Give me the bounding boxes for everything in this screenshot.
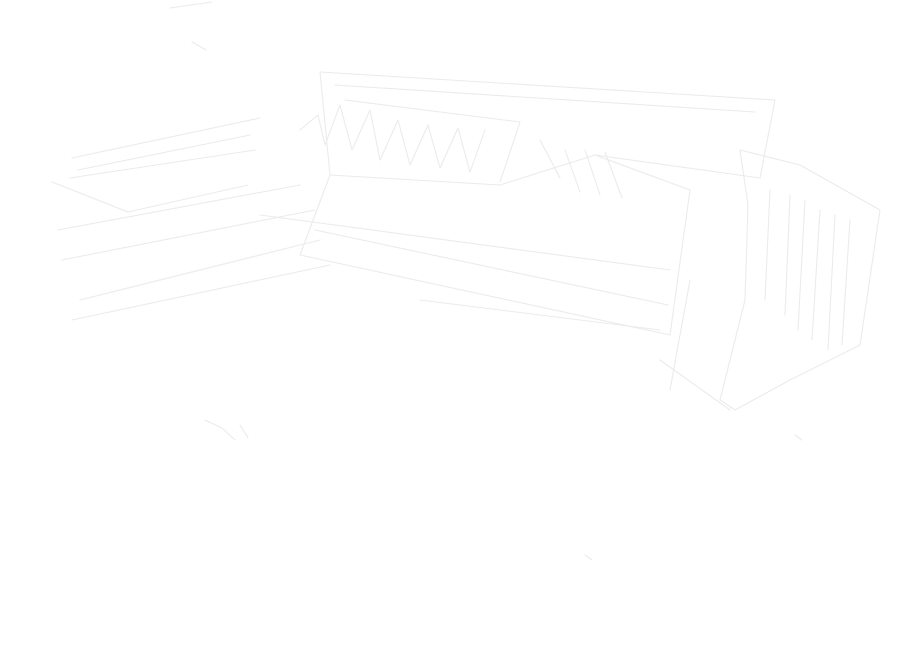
hatching-top: [299, 104, 486, 173]
left-underside-line: [57, 184, 331, 321]
right-box-base: [659, 279, 731, 411]
stray-mark-bottom: [584, 434, 803, 561]
hatching-mid: [539, 139, 623, 199]
main-box-inner-top: [334, 84, 756, 183]
right-box-hatching: [764, 189, 851, 351]
main-box-lower-lines: [259, 214, 671, 331]
left-edge-line: [51, 117, 261, 213]
top-scribble: [169, 1, 213, 51]
right-box-outline: [719, 149, 881, 411]
main-box-front: [299, 154, 691, 336]
stray-mark-left: [204, 419, 249, 441]
